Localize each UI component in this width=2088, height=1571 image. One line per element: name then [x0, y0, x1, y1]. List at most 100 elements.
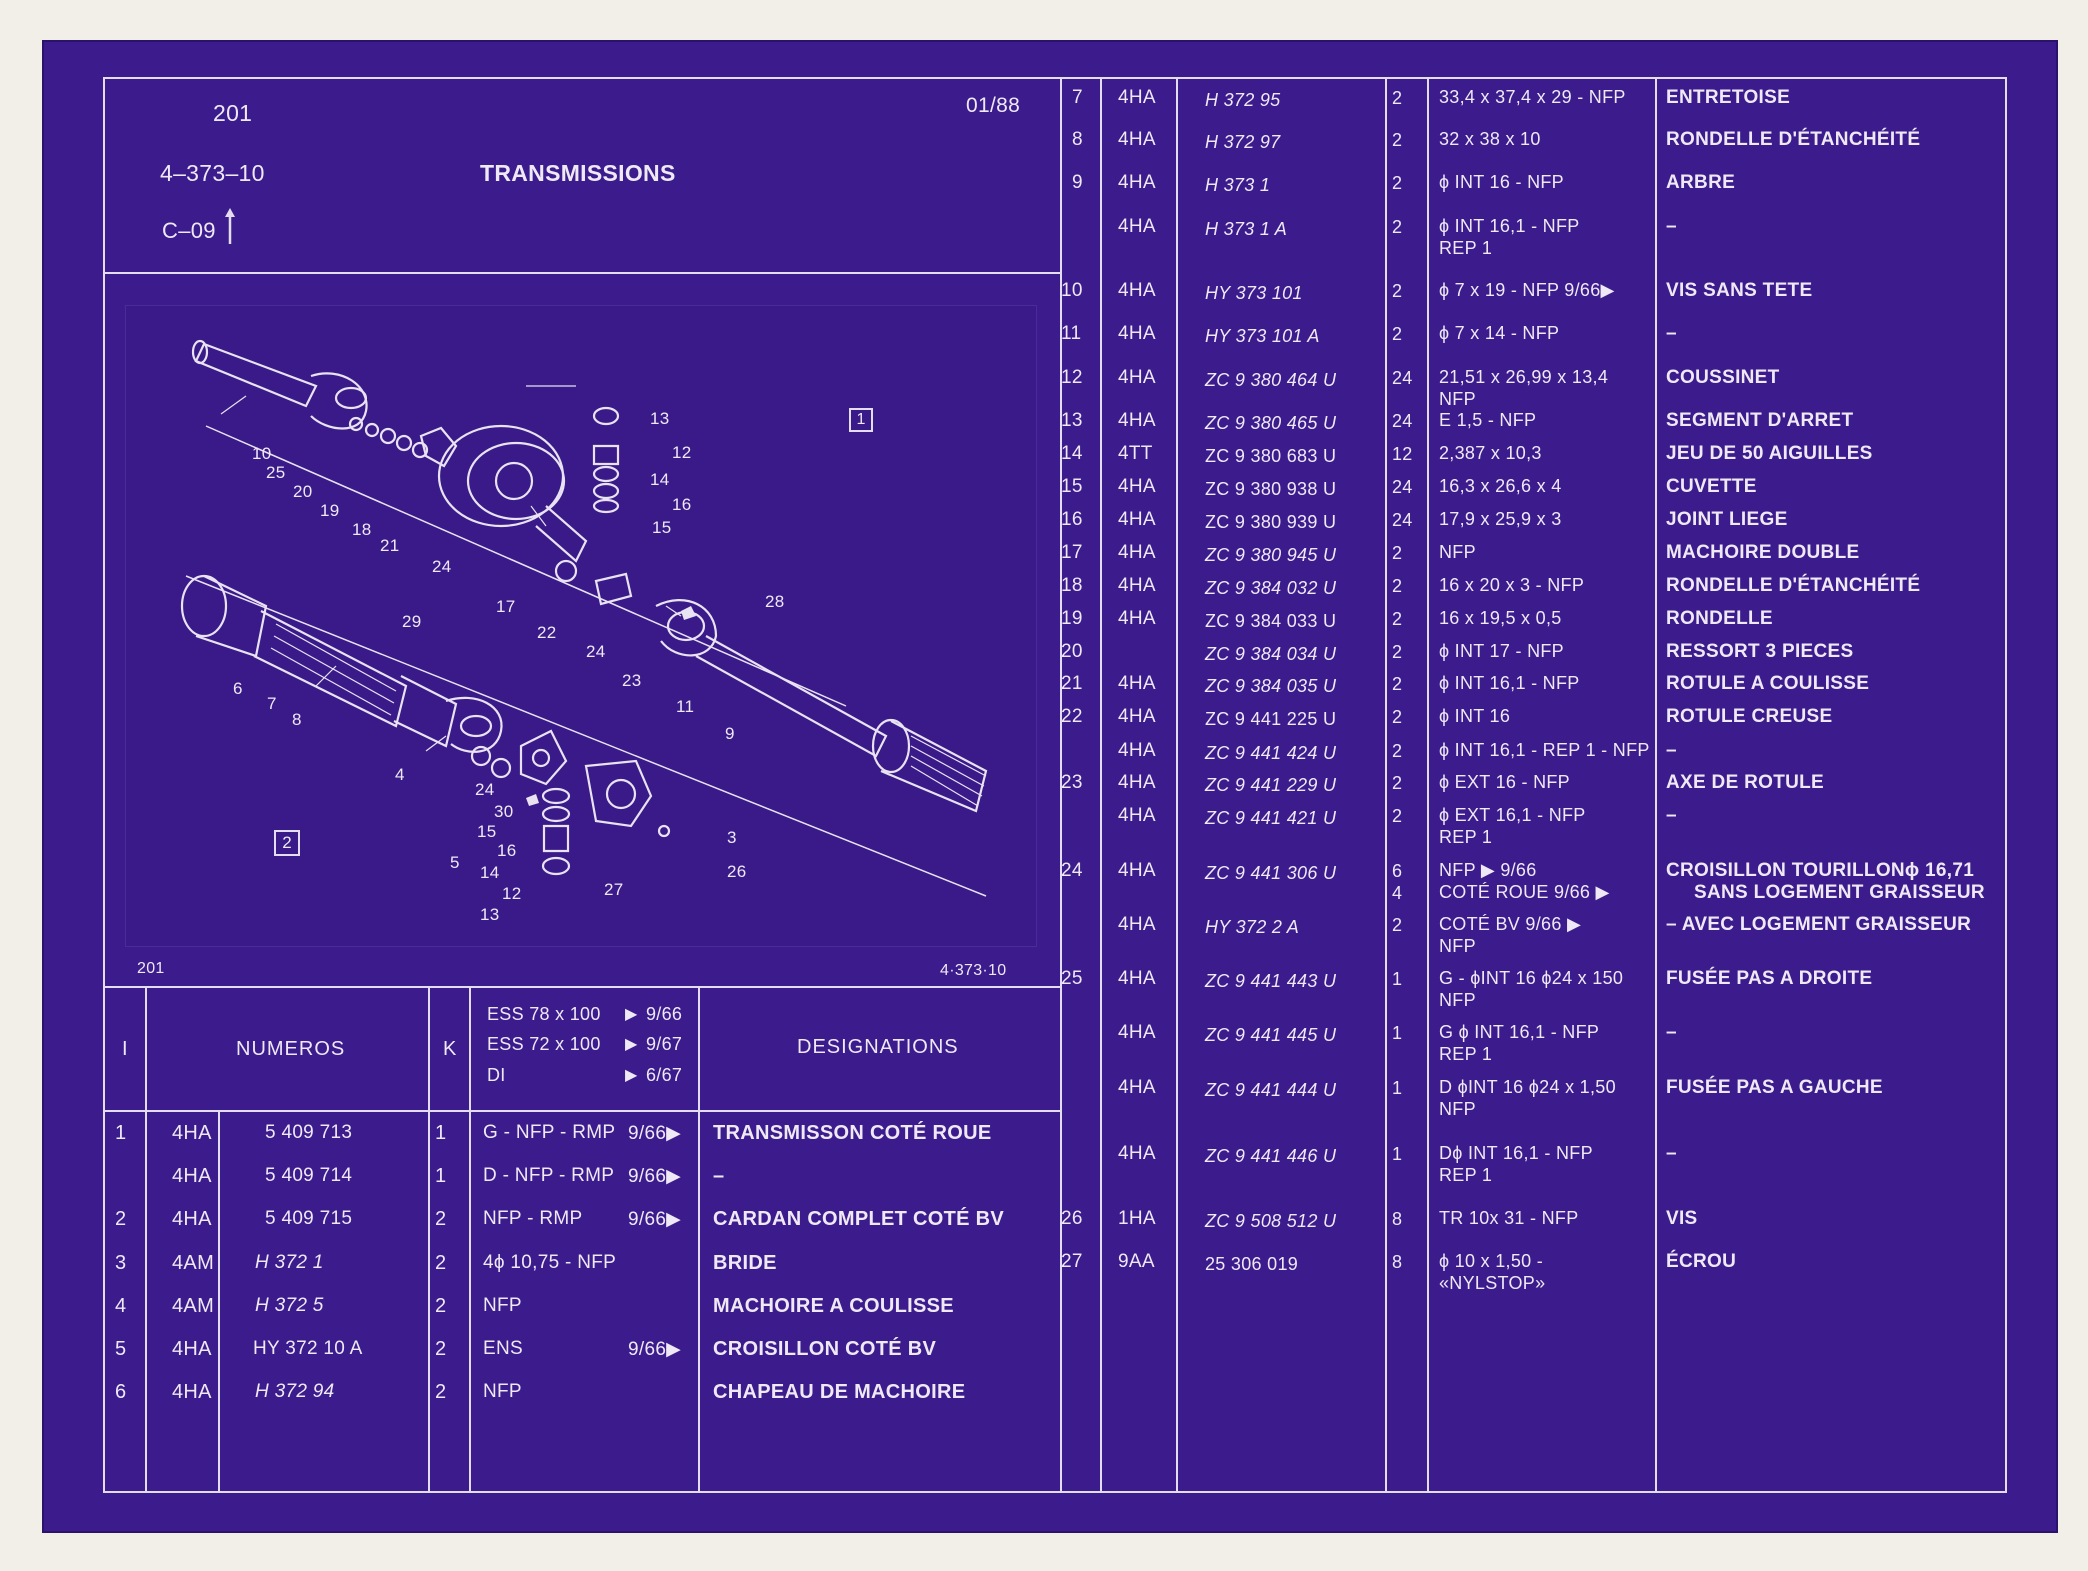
quantity: 12 [1392, 444, 1413, 464]
part-number: ZC 9 441 446 U [1205, 1146, 1337, 1166]
quantity: 2 [1392, 773, 1403, 793]
spec: NFP [1439, 389, 1476, 409]
part-number: ZC 9 441 225 U [1205, 709, 1337, 729]
spec: NFP ▶ 9/66 [1439, 860, 1537, 880]
part-prefix: 4HA [172, 1165, 212, 1187]
quantity: 8 [1392, 1252, 1403, 1272]
spec: ENS [483, 1338, 523, 1359]
part-number: H 373 1 A [1205, 219, 1288, 239]
designation: AXE DE ROTULE [1666, 772, 1825, 793]
spec: ϕ INT 16,1 - REP 1 - NFP [1439, 740, 1650, 760]
row-index: 21 [1061, 673, 1083, 694]
part-prefix: 4HA [1118, 914, 1156, 935]
callout: 4 [395, 765, 405, 784]
column-header-designations: DESIGNATIONS [797, 1036, 959, 1058]
page-title: TRANSMISSIONS [480, 160, 676, 186]
callout: 21 [380, 536, 400, 555]
part-number: 5 409 713 [265, 1122, 353, 1143]
effective-date: 9/66▶ [628, 1339, 682, 1360]
spec: NFP [1439, 936, 1476, 956]
part-prefix: 4HA [1118, 172, 1156, 193]
row-index: 16 [1061, 509, 1083, 530]
callout: 14 [480, 863, 500, 882]
engine-line: ESS 78 x 100 [487, 1004, 601, 1024]
divider [103, 272, 1060, 274]
callout: 16 [672, 495, 692, 514]
part-prefix: 4HA [1118, 323, 1156, 344]
table-frame [103, 77, 2007, 1493]
spec: NFP - RMP [483, 1208, 583, 1229]
callout: 24 [586, 642, 606, 661]
quantity: 2 [1392, 707, 1403, 727]
part-number: H 372 97 [1205, 132, 1281, 152]
spec: ϕ 7 x 19 - NFP 9/66▶ [1439, 280, 1615, 300]
row-index: 13 [1061, 410, 1083, 431]
part-number: H 372 95 [1205, 90, 1281, 110]
spec: 33,4 x 37,4 x 29 - NFP [1439, 87, 1626, 107]
callout: 23 [622, 671, 642, 690]
spec: 16,3 x 26,6 x 4 [1439, 476, 1562, 496]
spec: NFP [1439, 990, 1476, 1010]
part-prefix: 4HA [1118, 367, 1156, 388]
quantity: 2 [1392, 130, 1403, 150]
part-prefix: 4HA [1118, 280, 1156, 301]
part-number: HY 372 10 A [253, 1338, 363, 1359]
spec: 32 x 38 x 10 [1439, 129, 1541, 149]
quantity: 24 [1392, 510, 1413, 530]
callout: 19 [320, 501, 340, 520]
spec: E 1,5 - NFP [1439, 410, 1537, 430]
part-prefix: 4HA [1118, 575, 1156, 596]
spec: NFP [1439, 542, 1476, 562]
column-header-i: I [122, 1038, 129, 1060]
designation: MACHOIRE A COULISSE [713, 1295, 954, 1317]
effective-date: 9/66▶ [628, 1123, 682, 1144]
part-number: ZC 9 384 034 U [1205, 644, 1337, 664]
row-index: 22 [1061, 706, 1083, 727]
spec: ϕ EXT 16 - NFP [1439, 772, 1570, 792]
quantity: 2 [1392, 217, 1403, 237]
callout: 25 [266, 463, 286, 482]
quantity: 2 [1392, 576, 1403, 596]
designation: JOINT LIEGE [1666, 509, 1788, 530]
callout: 29 [402, 612, 422, 631]
quantity: 2 [1392, 281, 1403, 301]
quantity: 2 [1392, 88, 1403, 108]
row-index: 24 [1061, 860, 1083, 881]
part-prefix: 4HA [1118, 216, 1156, 237]
part-prefix: 4HA [172, 1208, 212, 1230]
quantity: 1 [1392, 1144, 1403, 1164]
part-prefix: 1HA [1118, 1208, 1156, 1229]
part-prefix: 4HA [1118, 608, 1156, 629]
quantity: 2 [1392, 642, 1403, 662]
row-index: 18 [1061, 575, 1083, 596]
part-number: HY 373 101 [1205, 283, 1303, 303]
quantity: 24 [1392, 368, 1413, 388]
designation: SEGMENT D'ARRET [1666, 410, 1854, 431]
quantity: 2 [1392, 324, 1403, 344]
quantity: 8 [1392, 1209, 1403, 1229]
engine-arrow: ▶ [625, 1036, 638, 1053]
spec: ϕ INT 17 - NFP [1439, 641, 1564, 661]
callout: 11 [676, 697, 695, 716]
row-index: 27 [1061, 1251, 1083, 1272]
callout: 9 [725, 724, 735, 743]
row-index: 19 [1061, 608, 1083, 629]
spec: REP 1 [1439, 1044, 1493, 1064]
designation: BRIDE [713, 1252, 777, 1274]
row-index: 26 [1061, 1208, 1083, 1229]
spec: D ϕINT 16 ϕ24 x 1,50 [1439, 1077, 1616, 1097]
spec: NFP [483, 1381, 522, 1402]
callout: 7 [267, 694, 277, 713]
part-prefix: 4HA [1118, 87, 1156, 108]
divider [1427, 77, 1429, 1493]
callout: 12 [672, 443, 692, 462]
designation: – [1666, 323, 1677, 344]
quantity: 2 [1392, 173, 1403, 193]
spec: ϕ INT 16,1 - NFP [1439, 216, 1580, 236]
part-number: H 372 94 [255, 1381, 335, 1402]
callout: 24 [475, 780, 495, 799]
quantity: 2 [435, 1338, 447, 1360]
divider [1100, 77, 1102, 1493]
part-prefix: 4HA [172, 1122, 212, 1144]
part-number: ZC 9 508 512 U [1205, 1211, 1337, 1231]
